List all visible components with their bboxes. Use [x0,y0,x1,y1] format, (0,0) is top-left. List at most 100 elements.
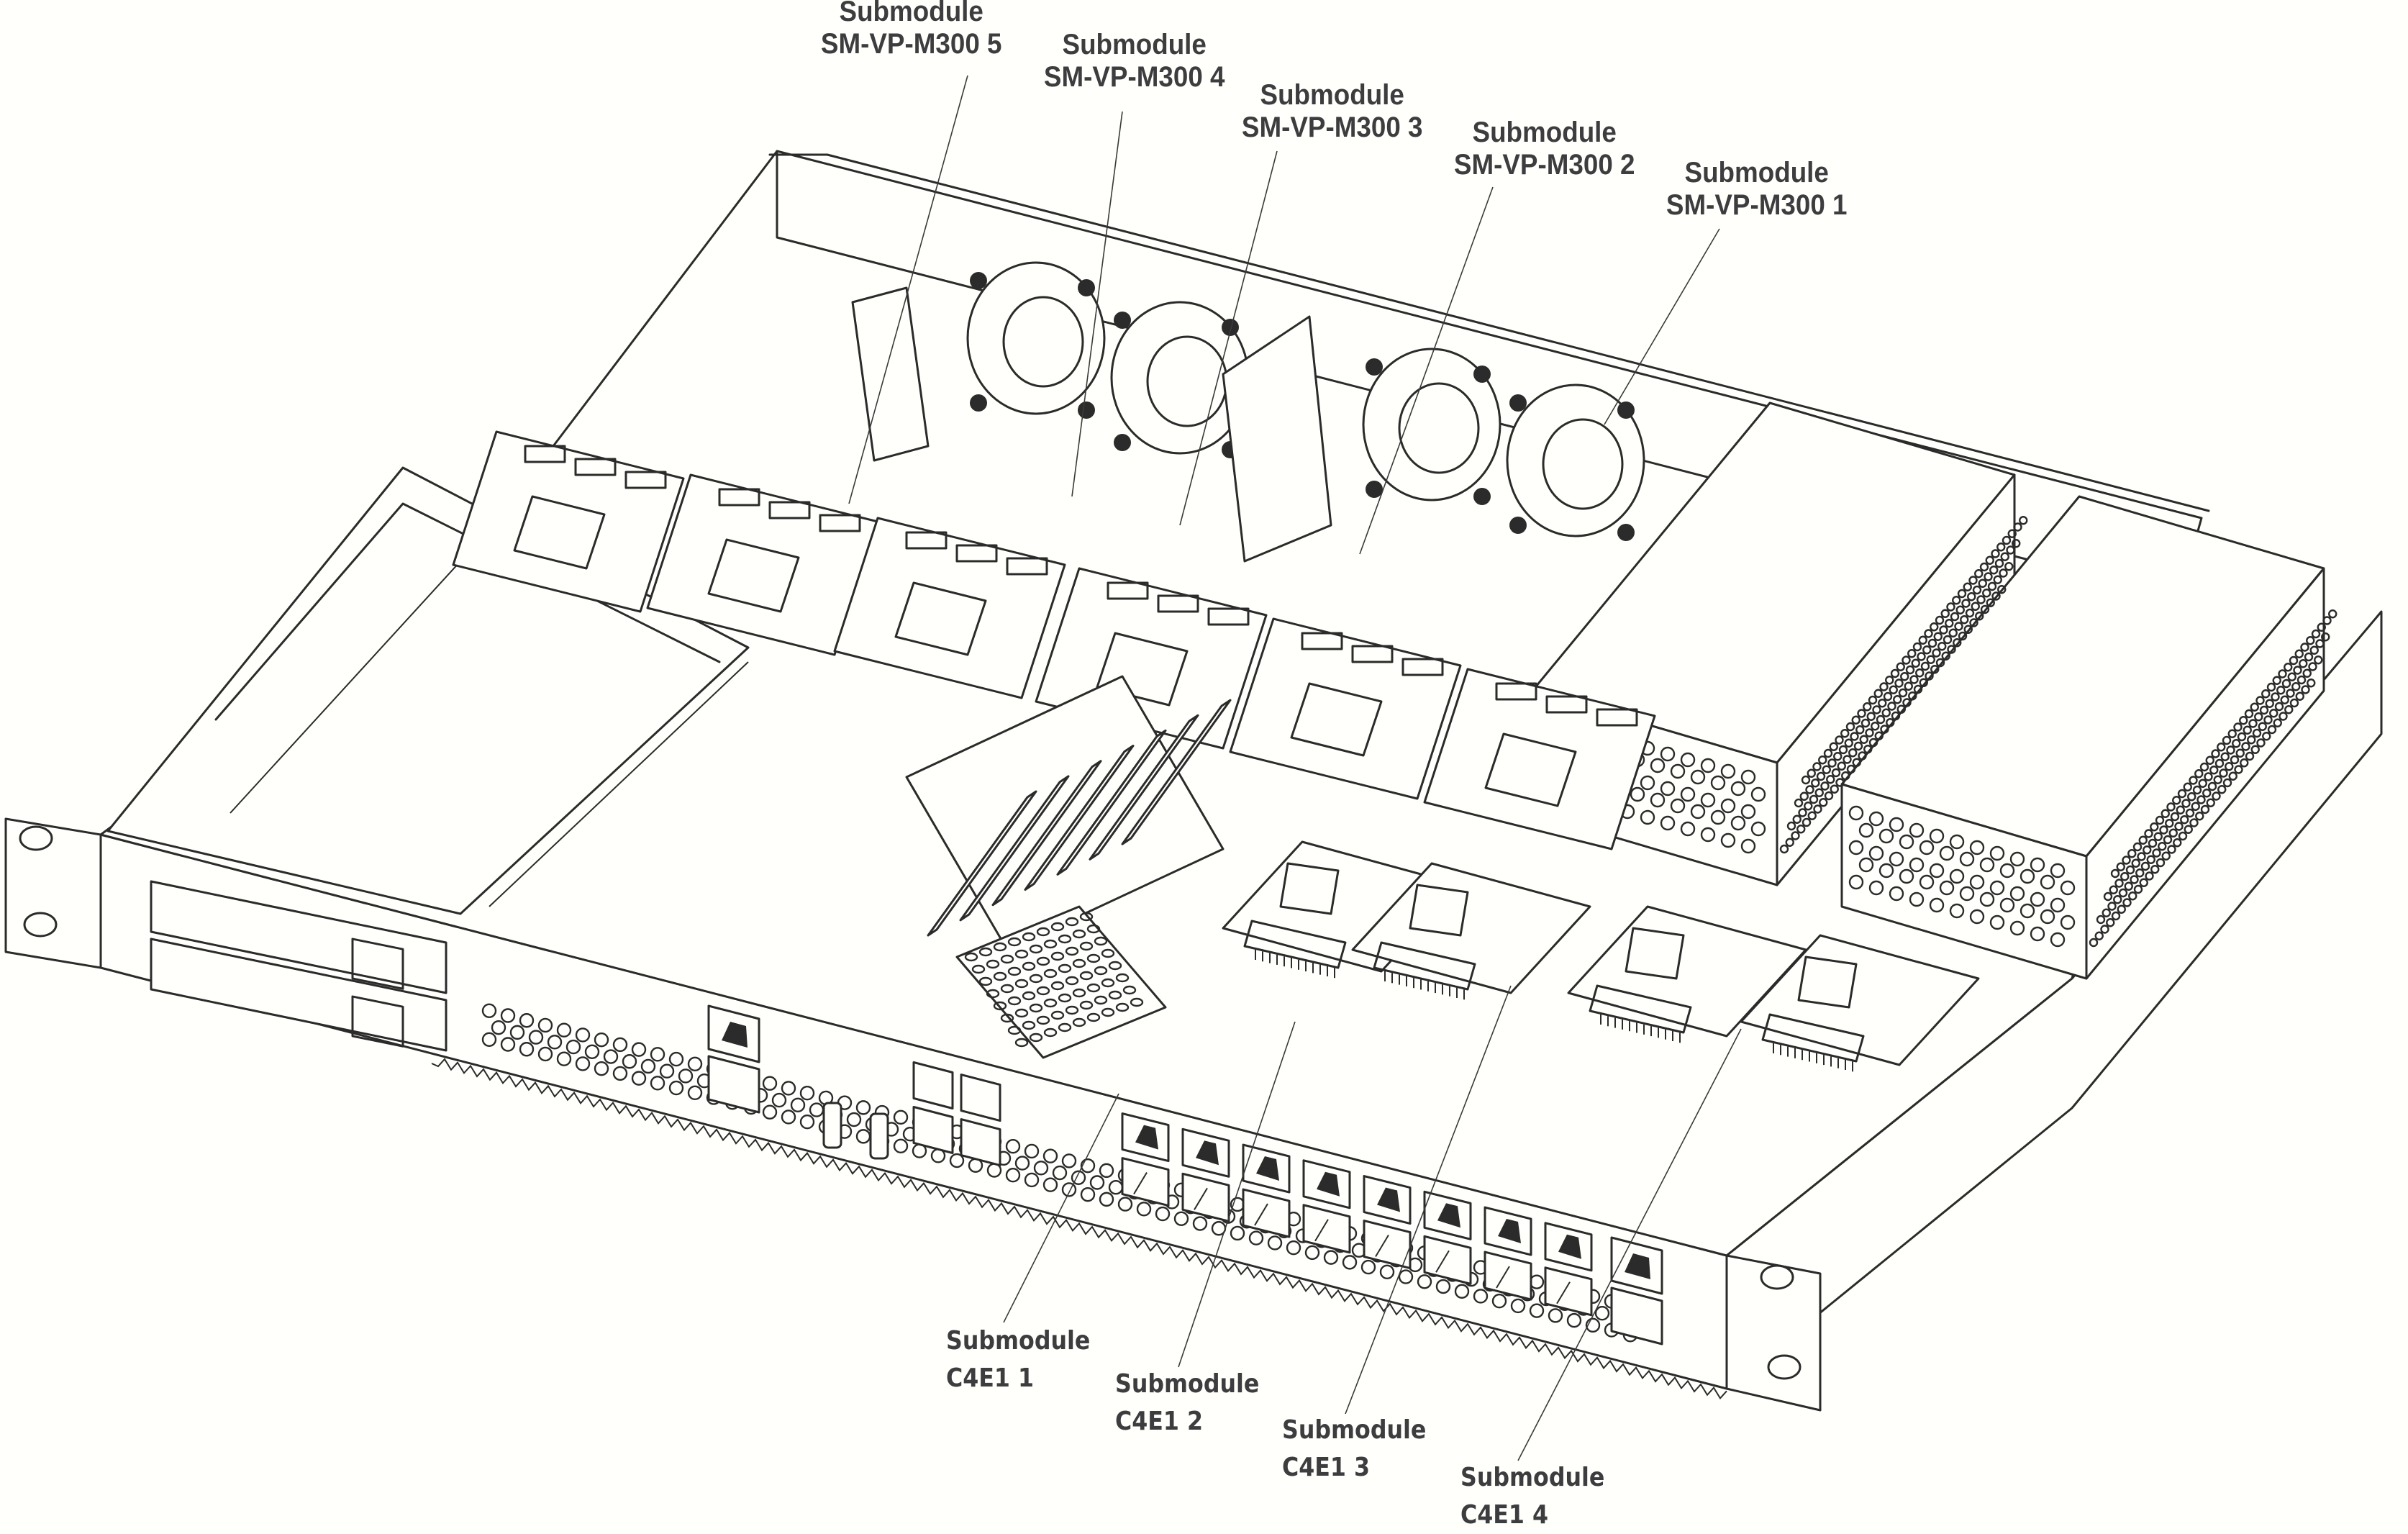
psu-vent-hole [2155,858,2166,868]
heatsink-pin [964,952,978,962]
psu-vent-hole [2265,699,2274,708]
psu-vent-hole [1904,681,1913,691]
rj45-port[interactable] [1242,1188,1291,1238]
psu-vent-hole [1967,592,1976,602]
usb-port[interactable] [822,1102,842,1149]
rj45-port[interactable] [1423,1190,1472,1240]
heatsink-pin [1000,1013,1014,1023]
psu-vent-hole [2143,845,2152,855]
mgmt-port[interactable] [960,1074,1001,1122]
psu-vent-hole [1845,722,1855,732]
psu-vent-hole [1899,868,1914,884]
psu-vent-hole [1929,863,1945,879]
callout-title: Submodule [1472,117,1617,148]
vent-hole [1005,1168,1021,1183]
psu-vent-hole [1927,638,1937,648]
rj45-port[interactable] [1363,1220,1412,1270]
psu-vent-hole [1986,598,1995,607]
power-supply-2 [1840,495,2325,980]
psu-vent-hole [1999,897,2015,913]
psu-vent-hole [1918,635,1927,645]
rj45-port[interactable] [1302,1204,1351,1254]
heatsink-pin [1043,1027,1058,1038]
psu-vent-hole [1823,748,1833,758]
psu-vent-hole [2030,926,2045,942]
psu-vent-hole [1798,808,1807,817]
rj45-port[interactable] [1121,1157,1170,1207]
psu-vent-hole [2291,682,2301,691]
rj45-port[interactable] [1181,1127,1230,1178]
psu-vent-hole [2002,535,2012,545]
vent-hole [893,1138,909,1154]
psu-vent-hole [1909,857,1925,873]
callout-model: C4E1 3 [1282,1453,1371,1483]
psu-vent-hole [1878,828,1894,844]
rj45-port[interactable] [1484,1251,1532,1301]
psu-vent-hole [1857,709,1866,718]
heatsink-pin [1022,991,1036,1001]
psu-vent-hole [2254,712,2263,722]
leader-line [1359,186,1494,555]
psu-vent-hole [2019,903,2035,919]
callout-model: SM-VP-M300 4 [1043,60,1225,93]
vent-hole [481,1032,497,1047]
psu-vent-hole [2261,689,2271,699]
psu-vent-hole [2139,878,2148,887]
psu-vent-hole [2145,871,2154,881]
psu-vent-hole [1779,844,1789,854]
drive-bay-1[interactable] [150,880,447,994]
psu-vent-hole [2304,652,2314,662]
psu-vent-hole [2161,851,2171,861]
psu-vent-hole [2116,862,2125,871]
drive-bay-2[interactable] [150,938,447,1052]
mgmt-port[interactable] [960,1118,1001,1167]
psu-vent-hole [1968,576,1978,585]
psu-vent-hole [2321,632,2330,642]
vent-hole [1014,1156,1030,1171]
heatsink-fin [1121,699,1232,845]
rj45-port[interactable] [1181,1172,1230,1222]
rj45-port[interactable] [1423,1235,1472,1285]
vent-hole [1136,1202,1152,1217]
vent-hole [1267,1235,1283,1251]
vent-hole [781,1081,796,1096]
psu-vent-hole [1700,758,1716,773]
rj45-port[interactable] [1121,1112,1170,1163]
console-port[interactable] [1610,1236,1663,1345]
mgmt-port[interactable] [912,1061,954,1109]
psu-vent-hole [2096,914,2106,925]
psu-vent-hole [1979,891,1995,907]
psu-vent-hole [1949,834,1965,850]
psu-vent-hole [1909,822,1925,838]
psu-vent-hole [2060,914,2076,930]
psu-vent-hole [1985,555,1994,565]
rj45-port[interactable] [1363,1175,1412,1225]
rj45-port[interactable] [1544,1222,1593,1272]
psu-vent-hole [1710,809,1726,825]
rj45-port[interactable] [1242,1143,1291,1194]
psu-vent-hole [2322,616,2332,625]
leader-line [1517,1028,1742,1461]
vent-hole [1042,1177,1058,1192]
heatsink-pin [1079,971,1094,981]
vent-hole [594,1061,609,1076]
psu-vent-hole [2307,678,2316,688]
callout-model: SM-VP-M300 3 [1241,111,1423,143]
rj45-port[interactable] [1484,1206,1532,1256]
mgmt-port[interactable] [912,1106,954,1154]
heatsink-pin [1079,941,1094,951]
vent-hole [491,1020,506,1035]
usb-port[interactable] [869,1112,889,1160]
vent-hole [1024,1172,1040,1188]
console-port[interactable] [707,1004,760,1114]
psu-vent-hole [1958,631,1968,641]
rj45-port[interactable] [1544,1266,1593,1317]
psu-vent-hole [1999,863,2015,879]
psu-vent-hole [1924,629,1933,638]
rj45-port[interactable] [1302,1159,1351,1210]
psu-vent-hole [1900,672,1909,681]
psu-vent-hole [1826,775,1835,784]
vent-hole [519,1013,535,1028]
psu-vent-hole [2148,838,2158,848]
